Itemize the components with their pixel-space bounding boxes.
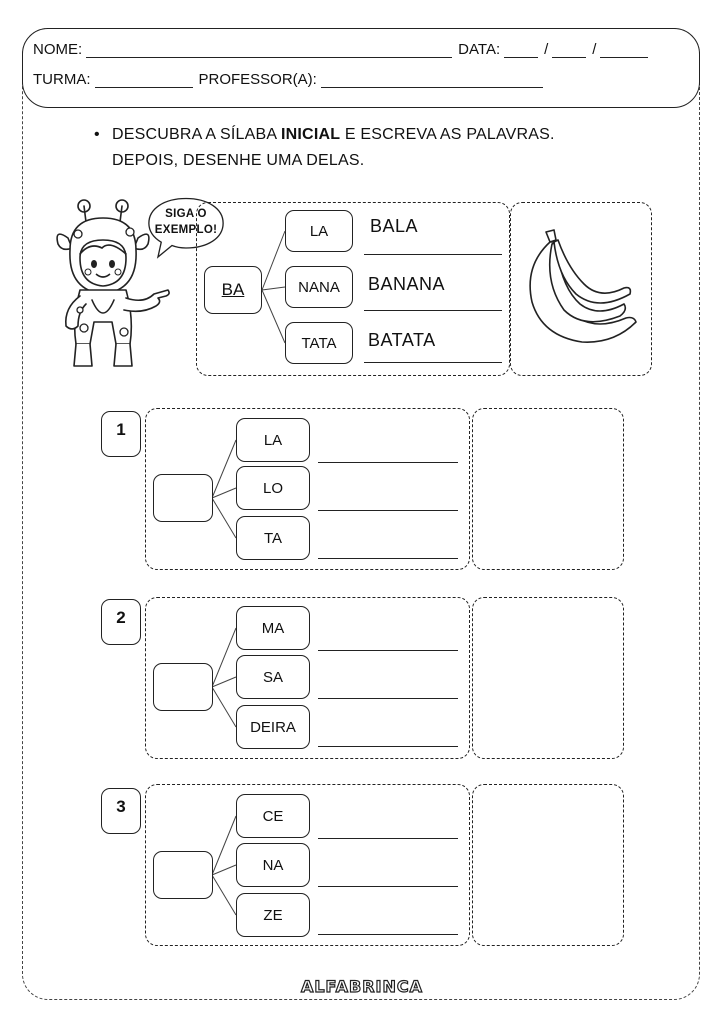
turma-field[interactable] bbox=[94, 73, 193, 88]
instruction-pre: DESCUBRA A SÍLABA bbox=[112, 126, 282, 143]
exercise-1-number-text: 1 bbox=[116, 420, 126, 439]
example-line-3 bbox=[364, 362, 502, 363]
bullet: • bbox=[94, 126, 100, 143]
example-box bbox=[196, 202, 510, 376]
exercise-3-part-3: ZE bbox=[236, 893, 310, 937]
exercise-1-part-3-text: TA bbox=[263, 529, 283, 547]
exercise-1-box bbox=[145, 408, 470, 570]
exercise-1-drawing-box[interactable] bbox=[472, 408, 624, 570]
exercise-1-answer-line-2[interactable] bbox=[318, 510, 458, 511]
data-sep-1: / bbox=[544, 41, 549, 58]
data-day-field[interactable] bbox=[504, 43, 539, 58]
exercise-3-answer-line-2[interactable] bbox=[318, 886, 458, 887]
giraffe-costume-child-icon bbox=[56, 199, 170, 367]
example-syllable-box: BA bbox=[204, 266, 262, 314]
exercise-2-number: 2 bbox=[101, 599, 141, 645]
exercise-1-part-1-text: LA bbox=[263, 431, 283, 449]
exercise-3-part-2-text: NA bbox=[262, 856, 284, 874]
instruction-bold: INICIAL bbox=[281, 126, 341, 143]
exercise-2-syllable-input[interactable] bbox=[153, 663, 213, 711]
header-row-2: TURMA: PROFESSOR(A): bbox=[33, 71, 549, 88]
exercise-2-answer-line-1[interactable] bbox=[318, 650, 458, 651]
exercise-1-part-1: LA bbox=[236, 418, 310, 462]
instruction-line-1: • DESCUBRA A SÍLABA INICIAL E ESCREVA AS … bbox=[94, 122, 555, 148]
exercise-1-number: 1 bbox=[101, 411, 141, 457]
exercise-3-box bbox=[145, 784, 470, 946]
instruction-line-2: DEPOIS, DESENHE UMA DELAS. bbox=[112, 152, 365, 169]
exercise-3-number-text: 3 bbox=[116, 797, 126, 816]
nome-field[interactable] bbox=[86, 43, 453, 58]
exercise-1-answer-line-1[interactable] bbox=[318, 462, 458, 463]
example-part-3: TATA bbox=[285, 322, 353, 364]
example-part-2-text: NANA bbox=[298, 278, 340, 296]
speech-line-2: EXEMPLO! bbox=[154, 224, 218, 236]
exercise-1-part-3: TA bbox=[236, 516, 310, 560]
exercise-3-part-1-text: CE bbox=[262, 807, 284, 825]
exercise-2-part-1: MA bbox=[236, 606, 310, 650]
exercise-3-part-2: NA bbox=[236, 843, 310, 887]
example-word-2: BANANA bbox=[368, 274, 446, 294]
exercise-1-syllable-input[interactable] bbox=[153, 474, 213, 522]
exercise-1-answer-line-3[interactable] bbox=[318, 558, 458, 559]
exercise-2-answer-line-3[interactable] bbox=[318, 746, 458, 747]
instructions: • DESCUBRA A SÍLABA INICIAL E ESCREVA AS … bbox=[94, 122, 555, 174]
example-word-3: BATATA bbox=[368, 330, 436, 350]
exercise-2-part-3: DEIRA bbox=[236, 705, 310, 749]
footer-logo: ALFABRINCA bbox=[300, 976, 424, 996]
example-part-3-text: TATA bbox=[301, 334, 337, 352]
turma-label: TURMA: bbox=[33, 71, 91, 88]
exercise-3-answer-line-1[interactable] bbox=[318, 838, 458, 839]
data-label: DATA: bbox=[458, 41, 501, 58]
exercise-3-part-3-text: ZE bbox=[263, 906, 283, 924]
exercise-2-part-3-text: DEIRA bbox=[250, 718, 296, 736]
header-box: NOME: DATA: / / TURMA: PROFESSOR(A): bbox=[22, 28, 700, 108]
example-part-1: LA bbox=[285, 210, 353, 252]
banana-bunch-icon bbox=[529, 229, 637, 343]
example-line-2 bbox=[364, 310, 502, 311]
nome-label: NOME: bbox=[33, 41, 83, 58]
example-drawing-box bbox=[510, 202, 652, 376]
professor-field[interactable] bbox=[320, 73, 543, 88]
exercise-2-part-2: SA bbox=[236, 655, 310, 699]
exercise-3-number: 3 bbox=[101, 788, 141, 834]
header-row-1: NOME: DATA: / / bbox=[33, 41, 654, 58]
exercise-2-number-text: 2 bbox=[116, 608, 126, 627]
instruction-post: E ESCREVA AS PALAVRAS. bbox=[340, 126, 555, 143]
exercise-3-part-1: CE bbox=[236, 794, 310, 838]
exercise-3-drawing-box[interactable] bbox=[472, 784, 624, 946]
professor-label: PROFESSOR(A): bbox=[198, 71, 317, 88]
exercise-2-answer-line-2[interactable] bbox=[318, 698, 458, 699]
data-sep-2: / bbox=[592, 41, 597, 58]
exercise-2-drawing-box[interactable] bbox=[472, 597, 624, 759]
example-part-2: NANA bbox=[285, 266, 353, 308]
exercise-3-answer-line-3[interactable] bbox=[318, 934, 458, 935]
example-part-1-text: LA bbox=[309, 222, 329, 240]
example-syllable: BA bbox=[221, 280, 245, 299]
data-month-field[interactable] bbox=[552, 43, 587, 58]
exercise-2-box bbox=[145, 597, 470, 759]
exercise-1-part-2: LO bbox=[236, 466, 310, 510]
example-line-1 bbox=[364, 254, 502, 255]
exercise-2-part-1-text: MA bbox=[261, 619, 285, 637]
exercise-1-part-2-text: LO bbox=[262, 479, 283, 497]
data-year-field[interactable] bbox=[600, 43, 649, 58]
example-word-1: BALA bbox=[370, 216, 419, 236]
exercise-2-part-2-text: SA bbox=[262, 668, 283, 686]
exercise-3-syllable-input[interactable] bbox=[153, 851, 213, 899]
